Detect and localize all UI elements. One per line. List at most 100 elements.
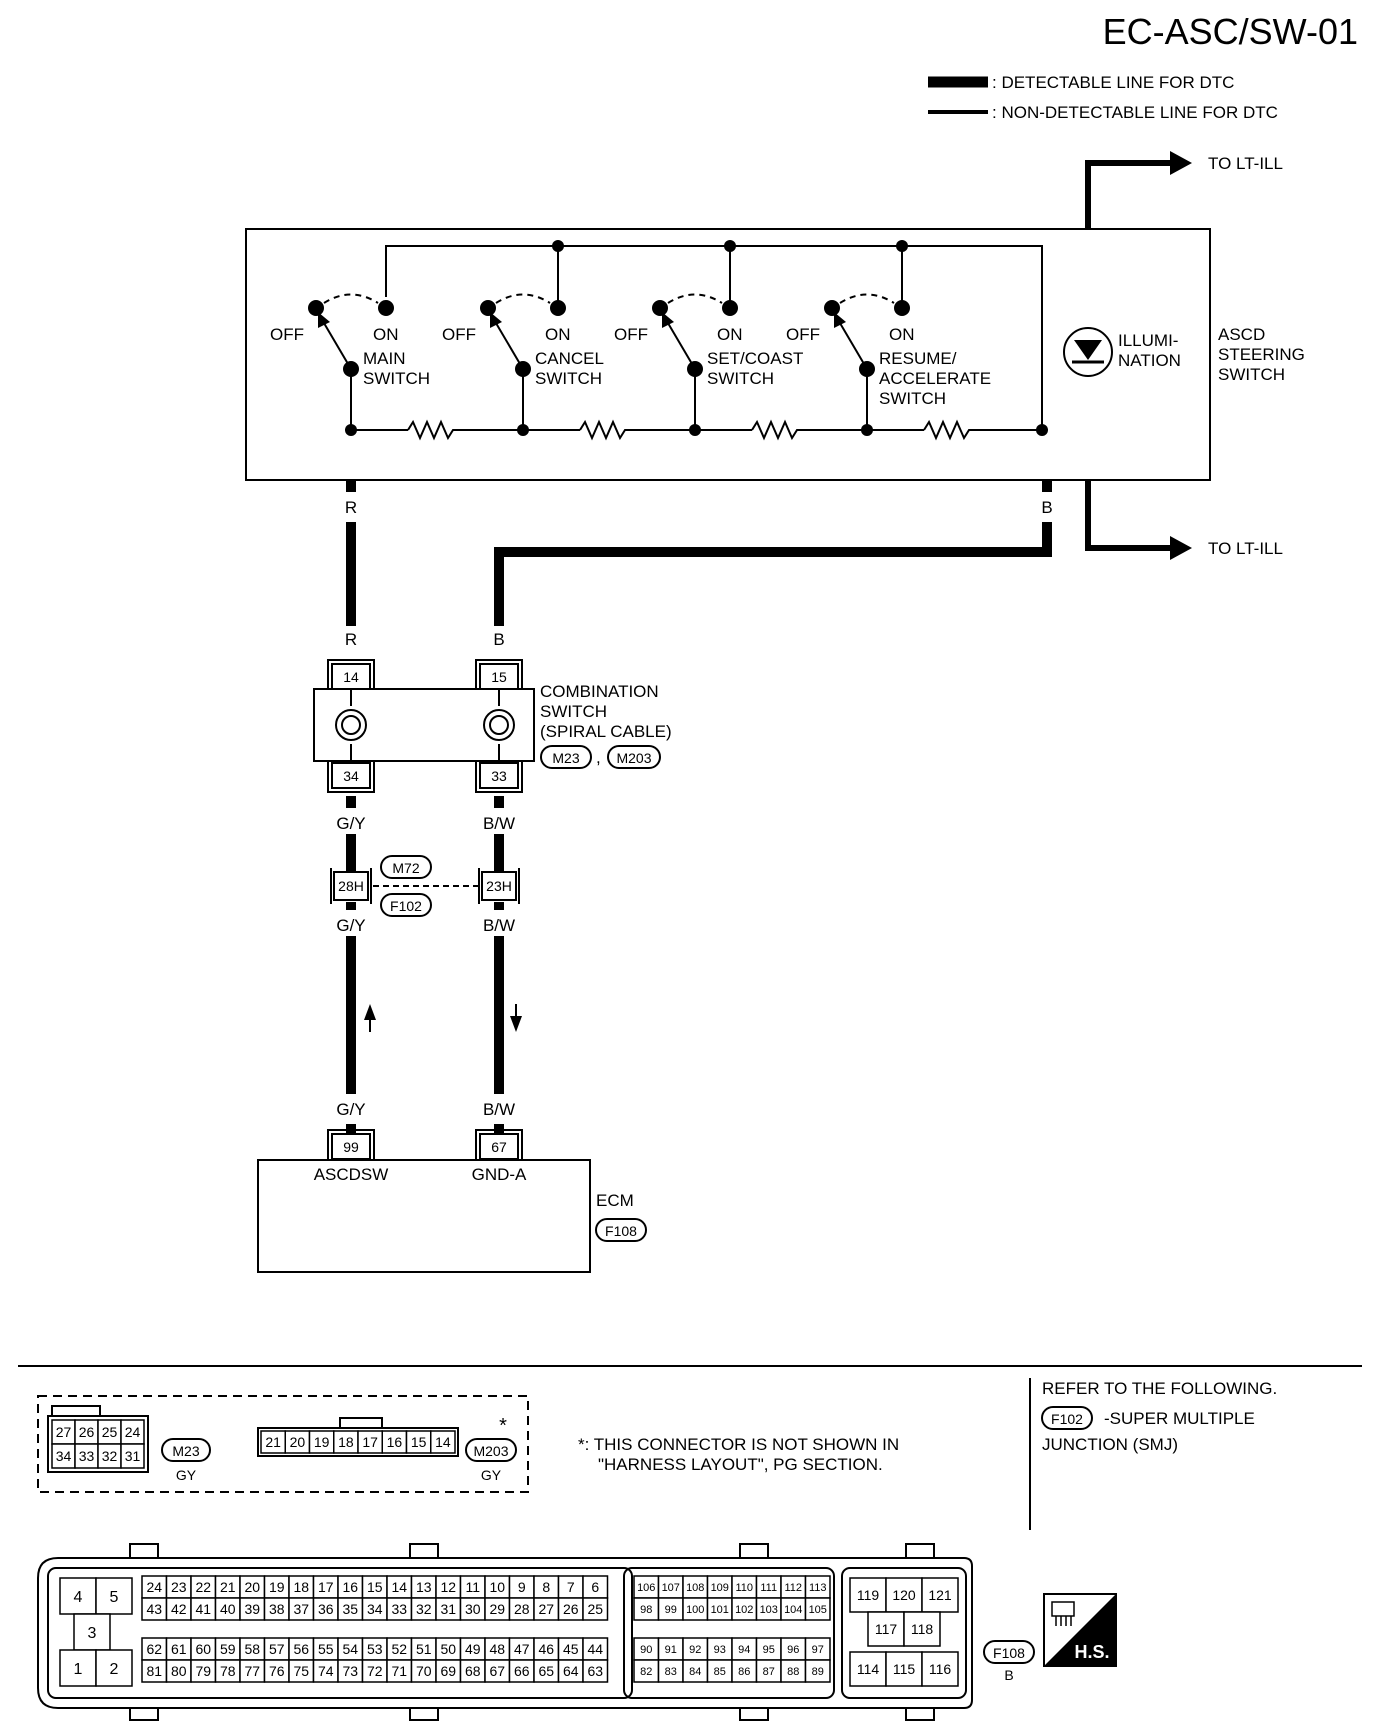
connector-pin-cell: [95, 1577, 133, 1615]
set-coast-switch-label-2: SWITCH: [707, 369, 774, 388]
connector-pin-number: 25: [102, 1424, 118, 1440]
connector-pin-number: 87: [763, 1666, 775, 1678]
terminal-ascdsw: ASCDSW: [314, 1165, 389, 1184]
connector-pin-number: 89: [812, 1666, 824, 1678]
connector-pin-number: 75: [293, 1663, 309, 1679]
terminal-gnd-a: GND-A: [472, 1165, 527, 1184]
connector-pin-number: 32: [102, 1448, 118, 1464]
connector-pin-number: 57: [269, 1641, 285, 1657]
m203-code: M203: [473, 1443, 508, 1459]
connector-pin-number: 33: [79, 1448, 95, 1464]
connector-pin-number: 70: [416, 1663, 432, 1679]
connector-pin-cell: [921, 1577, 959, 1613]
connector-pin-number: 66: [514, 1663, 530, 1679]
connector-pin-number: 63: [587, 1663, 603, 1679]
connector-pin-number: 7: [567, 1579, 575, 1595]
cancel-on-label: ON: [545, 325, 571, 344]
connector-pin-number: 47: [514, 1641, 530, 1657]
connector-pin-number: 14: [435, 1434, 451, 1450]
connector-pin-number: 43: [146, 1601, 162, 1617]
connector-pin-number: 13: [416, 1579, 432, 1595]
pin-33: 33: [491, 768, 507, 784]
connector-pin-number: 98: [640, 1604, 652, 1616]
connector-pin-number: 26: [563, 1601, 579, 1617]
connector-pin-cell: [59, 1577, 97, 1615]
set-coast-on-label: ON: [717, 325, 743, 344]
connector-pin-number: 81: [146, 1663, 162, 1679]
legend-detectable-text: : DETECTABLE LINE FOR DTC: [992, 73, 1234, 92]
connector-pin-number: 22: [195, 1579, 211, 1595]
connector-pin-number: 116: [929, 1661, 952, 1677]
wire-label-left-3: G/Y: [336, 814, 365, 833]
connector-pin-number: 15: [367, 1579, 383, 1595]
connector-pin-number: 102: [735, 1604, 753, 1616]
connector-pin-number: 118: [911, 1621, 934, 1637]
harness-side-icon: [1051, 1601, 1075, 1626]
page-id: EC-ASC/SW-01: [1103, 11, 1358, 52]
up-arrow-icon: [364, 1004, 376, 1032]
connector-pin-cell: [120, 1443, 145, 1469]
connector-pin-number: 90: [640, 1644, 652, 1656]
connector-pin-number: 27: [538, 1601, 554, 1617]
illumination-lamp-icon: [1063, 327, 1113, 377]
connector-pin-number: 1: [74, 1661, 83, 1678]
connector-separator: ,: [596, 748, 601, 767]
connector-pin-number: 65: [538, 1663, 554, 1679]
refer-panel: REFER TO THE FOLLOWING. F102 -SUPER MULT…: [1041, 1379, 1277, 1454]
to-lt-ill-top: TO LT-ILL: [1208, 154, 1283, 173]
resume-on-label: ON: [889, 325, 915, 344]
connector-pin-number: 82: [640, 1666, 652, 1678]
pin-14: 14: [343, 669, 359, 685]
m23-code: M23: [172, 1443, 199, 1459]
ascd-title-1: ASCD: [1218, 325, 1265, 344]
connector-pin-number: 3: [88, 1625, 97, 1642]
note-line-2: "HARNESS LAYOUT", PG SECTION.: [598, 1455, 883, 1474]
connector-pin-number: 64: [563, 1663, 579, 1679]
connector-pin-number: 103: [760, 1604, 778, 1616]
connector-pin-number: 2: [110, 1661, 119, 1678]
connector-pin-number: 61: [171, 1641, 187, 1657]
resume-off-label: OFF: [786, 325, 820, 344]
down-arrow-icon: [510, 1004, 522, 1032]
pin-23h: 23H: [486, 878, 512, 894]
connector-pin-number: 77: [244, 1663, 260, 1679]
legend-non-detectable-text: : NON-DETECTABLE LINE FOR DTC: [992, 103, 1278, 122]
connector-m203-tag: M203: [616, 750, 651, 766]
cancel-off-label: OFF: [442, 325, 476, 344]
spiral-cable-icon: [335, 689, 367, 761]
wire-label-right-4: B/W: [483, 916, 515, 935]
pin-67: 67: [491, 1139, 507, 1155]
connector-pin-number: 8: [542, 1579, 550, 1595]
connector-pin-number: 35: [342, 1601, 358, 1617]
connector-pin-number: 38: [269, 1601, 285, 1617]
connector-views-box: [37, 1395, 529, 1493]
connector-pin-number: 54: [342, 1641, 358, 1657]
connector-pin-number: 25: [587, 1601, 603, 1617]
connector-pin-number: 51: [416, 1641, 432, 1657]
connector-pin-number: 14: [391, 1579, 407, 1595]
connector-pin-number: 30: [465, 1601, 481, 1617]
main-on-label: ON: [373, 325, 399, 344]
connector-pin-number: 73: [342, 1663, 358, 1679]
connector-pin-number: 107: [662, 1582, 680, 1594]
main-switch: OFF ON MAIN SWITCH: [270, 293, 430, 430]
connector-pin-number: 31: [125, 1448, 141, 1464]
wire-label-left-1: R: [345, 498, 357, 517]
connector-pin-number: 68: [465, 1663, 481, 1679]
legend: : DETECTABLE LINE FOR DTC : NON-DETECTAB…: [928, 73, 1278, 122]
wire-label-right-1: B: [1041, 498, 1052, 517]
m203-star: *: [499, 1415, 507, 1437]
combination-switch-body: [313, 688, 535, 762]
connector-pin-number: 117: [875, 1621, 898, 1637]
connector-pin-number: 74: [318, 1663, 334, 1679]
connector-pin-number: 12: [440, 1579, 456, 1595]
connector-f102-tag: F102: [390, 898, 422, 914]
connector-pin-number: 16: [387, 1434, 403, 1450]
set-coast-switch: OFF ON SET/COAST SWITCH: [614, 293, 803, 430]
connector-pin-number: 5: [110, 1589, 119, 1606]
resume-switch-label-2: ACCELERATE: [879, 369, 991, 388]
connector-pin-cell: [903, 1611, 941, 1647]
connector-pin-number: 83: [665, 1666, 677, 1678]
connector-pin-number: 15: [411, 1434, 427, 1450]
connector-pin-number: 120: [892, 1587, 916, 1603]
